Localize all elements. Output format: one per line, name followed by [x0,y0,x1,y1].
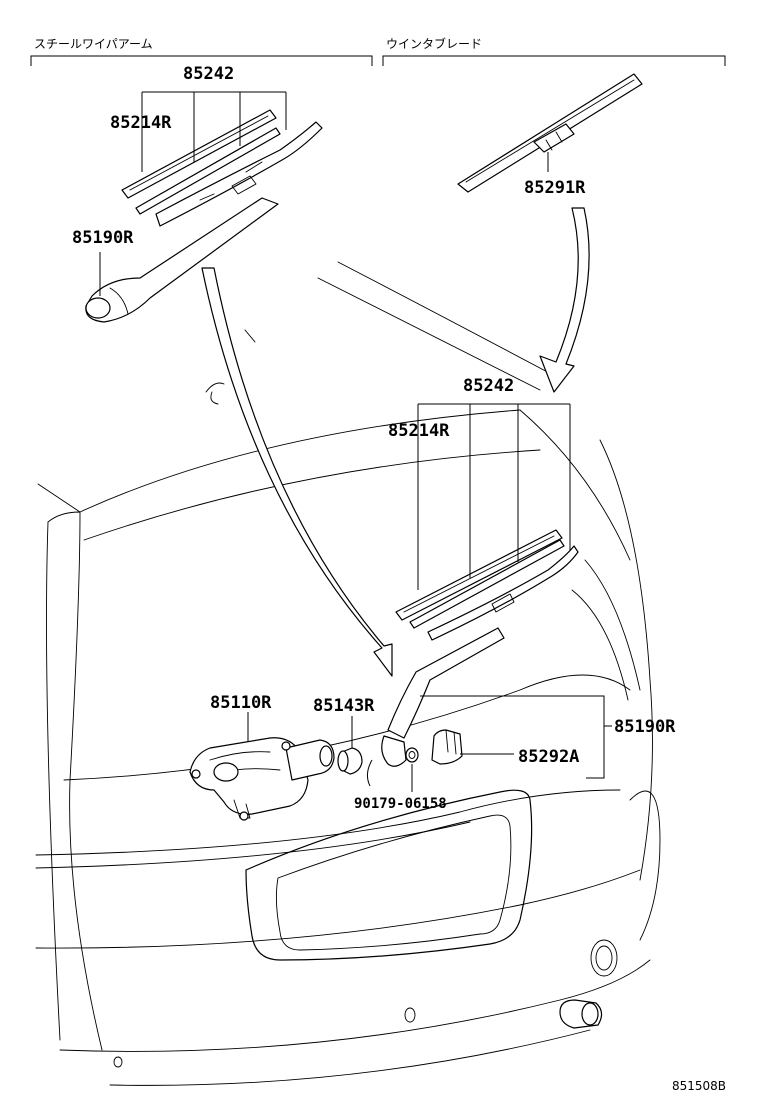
blade-assembly-top [121,109,323,227]
label-85214R-top: 85214R [110,113,172,133]
license-plate-recess [245,789,533,961]
bushing-85143R [337,747,363,775]
leader-85190R-mid [420,695,612,779]
label-85110R: 85110R [210,693,272,713]
wiper-arm-top [85,197,279,323]
winter-blade [457,73,643,193]
leader-85242-top [141,91,287,172]
section-title-steel-wiper-arm: スチールワイパアーム [34,37,153,51]
arrow-to-lower-arm [201,267,393,677]
leader-arm-pivot [366,759,373,787]
label-85292A: 85292A [518,747,579,767]
label-85242-top: 85242 [183,64,234,84]
label-85190R-mid: 85190R [614,717,676,737]
wiper-arm-mid [381,627,505,767]
label-90179-06158: 90179-06158 [354,796,447,812]
diagram-id: 851508B [672,1079,726,1093]
blade-assembly-mid [395,529,579,641]
leader-85242-mid [417,403,571,590]
wiper-motor [189,737,335,821]
label-85143R: 85143R [313,696,375,716]
nut-90179 [405,747,419,763]
label-85214R-mid: 85214R [388,421,450,441]
section-bracket-left [30,55,373,66]
exhaust-tip [559,999,603,1029]
label-85242-mid: 85242 [463,376,514,396]
label-85190R-top: 85190R [72,228,134,248]
arrow-to-lower-blade [539,207,590,393]
label-85291R: 85291R [524,178,586,198]
section-title-winter-blade: ウインタブレード [386,36,482,51]
section-bracket-right [382,55,726,66]
vehicle-rear-outline [35,261,661,1086]
cap-85292A [431,729,463,765]
